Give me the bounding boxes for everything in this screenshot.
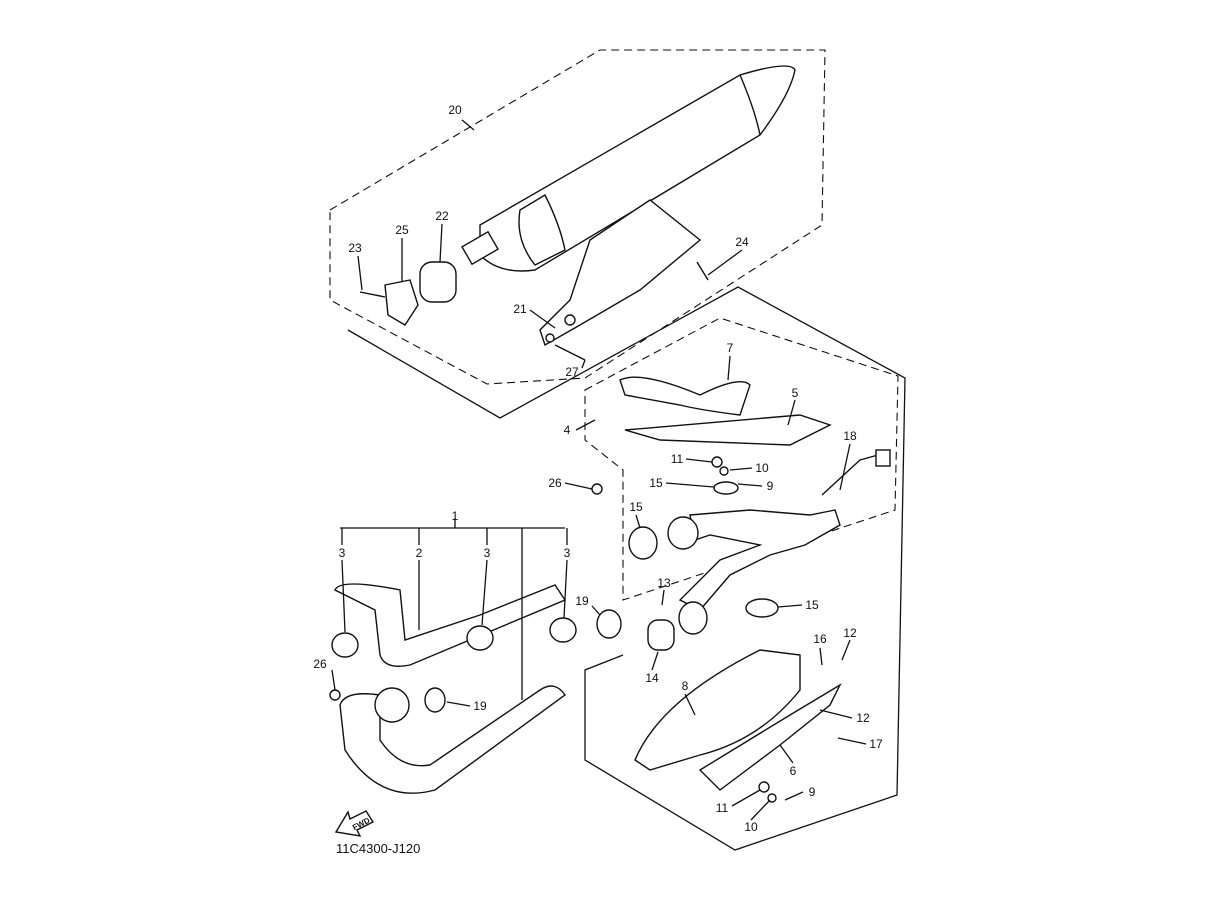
callout: 8: [682, 679, 689, 693]
clamp-part-25: [384, 279, 419, 326]
washer-part-11: [711, 456, 723, 468]
callout: 16: [813, 632, 827, 646]
callout: 25: [395, 223, 409, 237]
washer-part-11: [758, 781, 770, 793]
callout: 9: [767, 479, 774, 493]
sensor-connector: [875, 449, 891, 467]
callout: 20: [448, 103, 462, 117]
callout: 15: [805, 598, 819, 612]
callout: 23: [348, 241, 362, 255]
nut-part-26: [329, 689, 341, 701]
bolt-part-23: [359, 291, 386, 298]
callout: 3: [484, 546, 491, 560]
callout: 1: [452, 509, 459, 523]
callout: 3: [564, 546, 571, 560]
leader-lines: [331, 119, 867, 821]
heat-shield-part-8: [634, 649, 801, 771]
bolt-part-24: [696, 261, 709, 281]
clamp-part-3: [466, 625, 494, 651]
callout: 15: [629, 500, 643, 514]
callout: 7: [727, 341, 734, 355]
flange: [678, 601, 708, 635]
clamp-part-15: [667, 516, 699, 550]
callout: 26: [313, 657, 327, 671]
collector-pipe: [678, 509, 841, 611]
callout: 17: [869, 737, 883, 751]
callout: 6: [790, 764, 797, 778]
callout: 27: [565, 365, 579, 379]
callout: 10: [755, 461, 769, 475]
muffler-part-20: [461, 65, 796, 272]
gasket-part-19: [596, 609, 622, 639]
callout: 11: [716, 801, 729, 815]
sleeve-part-22: [419, 261, 457, 303]
group-1-boundary: [347, 286, 906, 851]
callout: 4: [564, 423, 571, 437]
clamp-part-3: [331, 632, 359, 658]
exhaust-pipe-lower: [339, 685, 566, 794]
bolt-part-27: [554, 344, 586, 361]
callout: 2: [416, 546, 423, 560]
callout: 19: [575, 594, 589, 608]
clamp-part-15: [628, 526, 658, 560]
callout: 11: [671, 452, 684, 466]
heat-shield-part-7: [619, 376, 751, 416]
callout: 19: [473, 699, 487, 713]
callout: 14: [645, 671, 659, 685]
callout: 12: [856, 711, 870, 725]
callout: 26: [548, 476, 562, 490]
callout: 3: [339, 546, 346, 560]
sleeve-part-14: [647, 619, 675, 651]
flange: [374, 687, 410, 723]
exhaust-pipe-part-2: [334, 583, 567, 667]
callout: 18: [843, 429, 857, 443]
callout: 10: [744, 820, 758, 834]
heat-shield-part-5: [624, 414, 832, 446]
diagram-code: 11C4300-J120: [336, 841, 420, 856]
group-20-boundary: [329, 49, 826, 385]
clamp-part-15: [745, 598, 779, 618]
callout: 5: [792, 386, 799, 400]
callout: 13: [657, 576, 671, 590]
washer-part-10: [719, 466, 729, 476]
callout: 24: [735, 235, 749, 249]
heat-shield-part-6: [698, 683, 842, 791]
forward-arrow-icon: FWD: [334, 810, 375, 837]
gasket-part-19: [424, 687, 446, 713]
nut-part-26: [591, 483, 603, 495]
callout: 15: [649, 476, 663, 490]
callout: 22: [435, 209, 449, 223]
clamp-part-3: [549, 617, 577, 643]
bracket-part-21: [539, 199, 702, 347]
clamp-part-15: [713, 481, 739, 495]
callout: 12: [843, 626, 857, 640]
oxygen-sensor-part-18: [821, 454, 879, 496]
callout: 21: [513, 302, 527, 316]
callout: 9: [809, 785, 816, 799]
